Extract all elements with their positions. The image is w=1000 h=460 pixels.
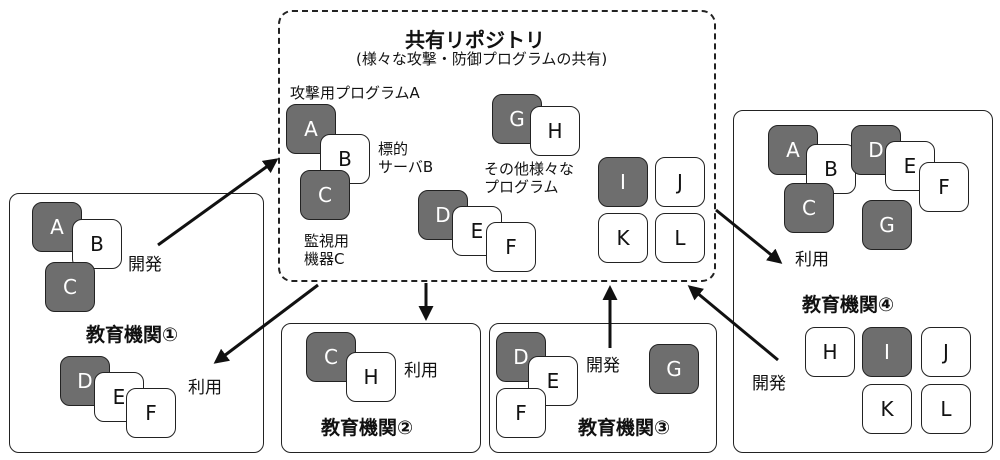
target-server-label: 標的 サーバB xyxy=(378,140,434,176)
attack-program-label: 攻撃用プログラムA xyxy=(290,84,420,102)
repo-card-j: J xyxy=(655,157,705,207)
institution-3-name: 教育機関③ xyxy=(578,417,671,439)
inst4-develop-label: 開発 xyxy=(752,374,786,394)
inst4-card-i: I xyxy=(862,327,912,377)
repo-card-l: L xyxy=(655,213,705,263)
inst4-card-h: H xyxy=(805,327,855,377)
repo-card-h: H xyxy=(530,106,580,156)
inst3-card-f: F xyxy=(496,388,546,438)
monitor-device-label: 監視用 機器C xyxy=(304,232,350,268)
inst1-use-label: 利用 xyxy=(188,378,222,398)
repo-card-c: C xyxy=(300,170,350,220)
inst4-use-label: 利用 xyxy=(795,250,829,270)
repository-title: 共有リポジトリ xyxy=(405,28,545,52)
inst4-card-f: F xyxy=(919,162,969,212)
repository-subtitle: (様々な攻撃・防御プログラムの共有) xyxy=(356,50,608,68)
institution-4-name: 教育機関④ xyxy=(802,294,895,316)
repo-card-f: F xyxy=(486,222,536,272)
other-programs-label: その他様々な プログラム xyxy=(484,160,575,196)
repo-card-k: K xyxy=(598,213,648,263)
repo-card-i: I xyxy=(598,157,648,207)
inst2-use-label: 利用 xyxy=(404,361,438,381)
inst4-card-c: C xyxy=(784,183,834,233)
inst1-card-f: F xyxy=(126,388,176,438)
inst4-card-j: J xyxy=(921,327,971,377)
inst4-card-g: G xyxy=(862,200,912,250)
inst3-card-g: G xyxy=(649,344,699,394)
inst1-card-c: C xyxy=(45,262,95,312)
inst1-card-b: B xyxy=(72,219,122,269)
institution-2-name: 教育機関② xyxy=(321,417,414,439)
institution-1-name: 教育機関① xyxy=(86,324,179,346)
inst4-card-l: L xyxy=(921,384,971,434)
inst4-card-k: K xyxy=(862,384,912,434)
repo-card-a: A xyxy=(286,104,336,154)
inst1-develop-label: 開発 xyxy=(128,255,162,275)
inst3-develop-label: 開発 xyxy=(586,356,620,376)
inst2-card-h: H xyxy=(346,352,396,402)
